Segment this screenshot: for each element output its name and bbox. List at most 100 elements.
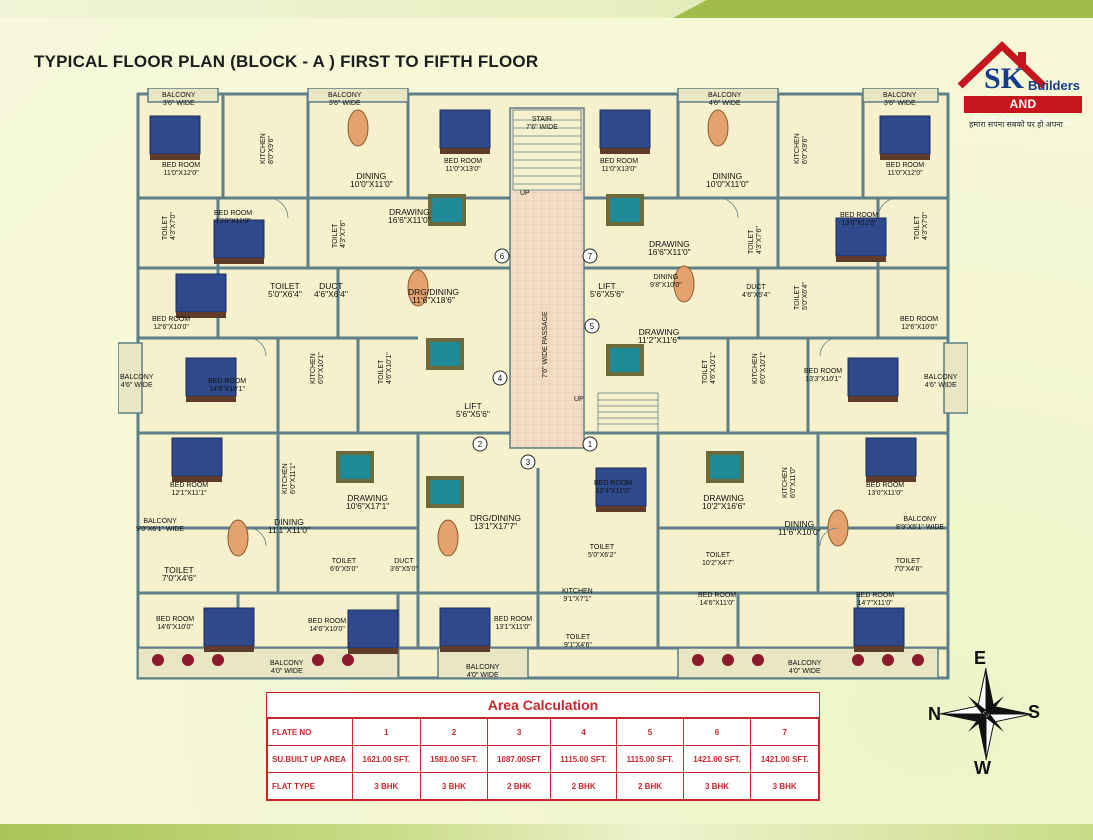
compass-east: E [974, 648, 987, 668]
table-cell: 1421.00 SFT. [750, 745, 819, 773]
flat-number-label: 1 [588, 440, 593, 449]
table-cell: 3 BHK [419, 772, 489, 800]
bed-headboard [186, 396, 236, 402]
flat-number-marker [472, 436, 488, 452]
table-cell: 1421.00 SFT. [682, 745, 752, 773]
logo-builders: Builders [1028, 78, 1081, 93]
chair-icon [722, 654, 734, 666]
bed-icon [595, 467, 647, 507]
table-cell: 6 [682, 718, 752, 746]
chair-icon [852, 654, 864, 666]
bed-headboard [854, 646, 904, 652]
chair-icon [692, 654, 704, 666]
table-cell: 2 BHK [616, 772, 684, 800]
bed-icon [213, 219, 265, 259]
flat-number-marker [520, 454, 536, 470]
dining-table-icon [227, 519, 249, 557]
bed-headboard [172, 476, 222, 482]
sofa-icon [428, 194, 466, 226]
flat-number-marker [582, 248, 598, 264]
dining-table-icon [407, 269, 429, 307]
logo-tagline: हमारा सपना सबको घर हो अपना [969, 120, 1063, 129]
table-cell: 3 [487, 718, 551, 746]
compass-north: N [928, 704, 941, 724]
passage-label: 7'6" WIDE PASSAGE [542, 311, 549, 378]
flat-number-label: 5 [590, 322, 595, 331]
bed-headboard [440, 148, 490, 154]
bed-icon [439, 109, 491, 149]
dining-table-icon [347, 109, 369, 147]
chair-icon [152, 654, 164, 666]
bed-icon [171, 437, 223, 477]
table-cell: 2 BHK [549, 772, 618, 800]
row-header: FLATE NO [267, 718, 353, 746]
flat-number-marker [494, 248, 510, 264]
table-cell: 1087.00SFT [487, 745, 551, 773]
bottom-band [0, 824, 1093, 840]
chair-icon [212, 654, 224, 666]
bed-headboard [596, 506, 646, 512]
flat-number-marker [582, 436, 598, 452]
table-heading: Area Calculation [267, 693, 819, 718]
bed-icon [879, 115, 931, 155]
table-cell: 1115.00 SFT. [616, 745, 684, 773]
table-cell: 1621.00 SFT. [352, 745, 421, 773]
bed-headboard [176, 312, 226, 318]
flat-number-label: 3 [526, 458, 531, 467]
page-title: TYPICAL FLOOR PLAN (BLOCK - A ) FIRST TO… [34, 52, 539, 71]
table-cell: 2 [419, 718, 489, 746]
chair-icon [342, 654, 354, 666]
flat-number-label: 2 [478, 440, 483, 449]
logo-brand: SK [984, 62, 1025, 95]
chair-icon [752, 654, 764, 666]
logo-company: AND COLONISORPVT.LTD. [964, 96, 1082, 128]
sofa-icon [336, 451, 374, 483]
bed-headboard [880, 154, 930, 160]
flat-number-marker [492, 370, 508, 386]
compass-west: W [974, 758, 991, 778]
table-cell: 3 BHK [682, 772, 752, 800]
